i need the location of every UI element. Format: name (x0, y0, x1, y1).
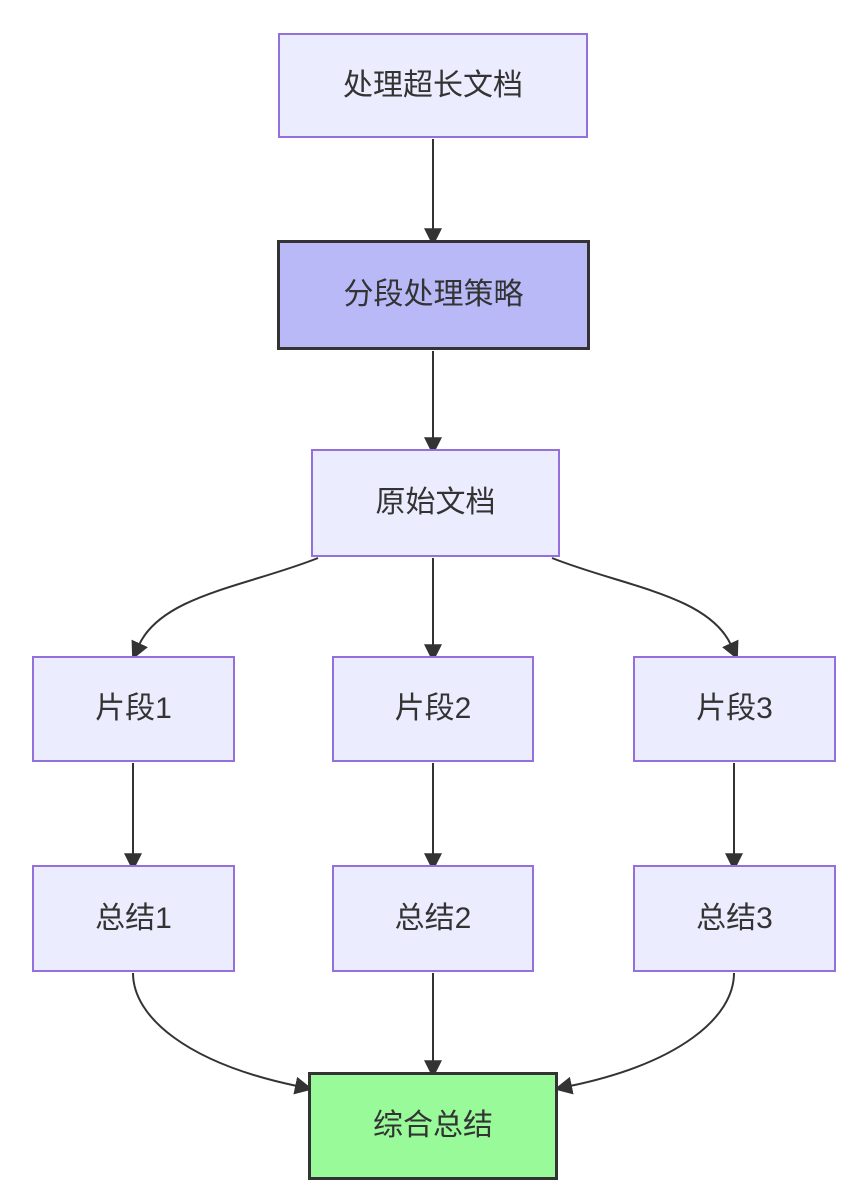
node-label: 处理超长文档 (343, 68, 523, 102)
node-process-long-doc: 处理超长文档 (278, 33, 588, 138)
edge-summary-1-final-summary (132, 972, 313, 1095)
node-label: 片段1 (95, 692, 172, 725)
node-segment-strategy: 分段处理策略 (277, 240, 590, 350)
edge-original-doc-fragment-3 (551, 557, 739, 660)
node-fragment-2: 片段2 (332, 656, 534, 762)
node-label: 总结1 (95, 901, 172, 935)
node-label: 片段3 (696, 692, 773, 725)
node-fragment-3: 片段3 (633, 656, 836, 762)
node-label: 分段处理策略 (343, 278, 524, 311)
node-label: 综合总结 (373, 1109, 493, 1142)
node-label: 片段2 (394, 692, 472, 725)
node-fragment-1: 片段1 (32, 656, 235, 762)
edge-summary-3-final-summary (554, 972, 735, 1095)
edge-original-doc-fragment-1 (131, 557, 319, 660)
node-summary-1: 总结1 (32, 865, 235, 972)
node-final-summary: 综合总结 (308, 1072, 558, 1180)
node-label: 总结2 (394, 901, 472, 935)
node-label: 原始文档 (375, 486, 496, 519)
node-summary-3: 总结3 (633, 865, 836, 972)
node-original-doc: 原始文档 (311, 449, 560, 557)
node-summary-2: 总结2 (332, 865, 534, 972)
node-label: 总结3 (696, 901, 773, 935)
